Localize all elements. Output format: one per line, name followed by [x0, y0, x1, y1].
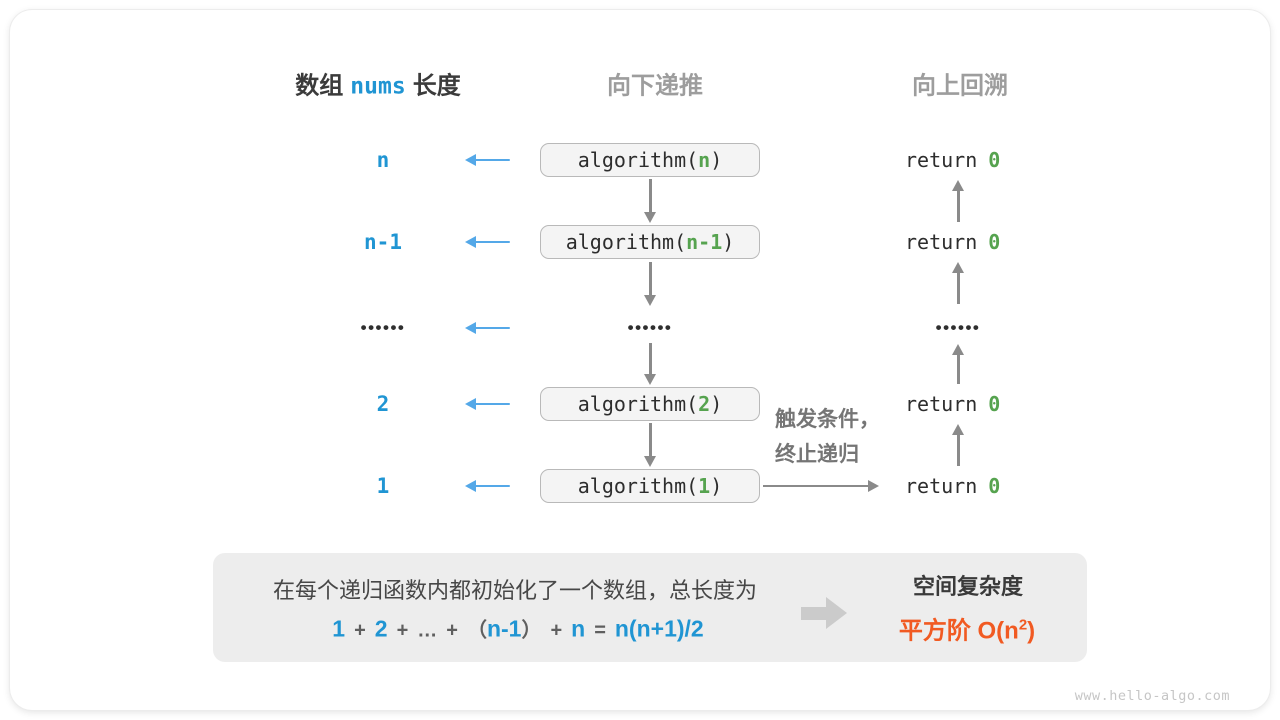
trigger-line1: 触发条件， — [775, 408, 880, 431]
call-arg-1: 1 — [698, 474, 711, 498]
return-value: 0 — [988, 392, 1001, 416]
left-arrow-row4-icon — [465, 397, 510, 411]
formula-op: + — [396, 619, 409, 642]
call-pre: algorithm( — [577, 392, 699, 416]
call-pre: algorithm( — [565, 230, 687, 254]
length-label-n-1: n-1 — [364, 230, 402, 254]
up-arrow-1-icon — [951, 180, 965, 222]
up-arrow-3-icon — [951, 344, 965, 384]
complexity-value: 平方阶 O(n2) — [899, 611, 1035, 646]
summary-panel: 在每个递归函数内都初始化了一个数组，总长度为 1 + 2 + … + （n-1）… — [213, 553, 1087, 662]
complexity-title: 空间复杂度 — [912, 574, 1024, 599]
header-nums-code: nums — [350, 73, 406, 100]
complexity-pre: 平方阶 O(n — [898, 617, 1019, 645]
call-post: ) — [710, 474, 723, 498]
header-array-post: 长度 — [412, 72, 461, 100]
length-label-n: n — [376, 148, 390, 172]
return-row2: return 0 — [905, 230, 1000, 254]
return-keyword: return — [905, 474, 978, 498]
left-arrow-row2-icon — [465, 235, 510, 249]
formula-term: n-1 — [486, 615, 522, 642]
trigger-line2: 终止递归 — [775, 443, 859, 466]
left-arrow-row1-icon — [465, 153, 510, 167]
formula-op: + — [354, 619, 366, 642]
header-array-pre: 数组 — [295, 72, 344, 100]
watermark: www.hello-algo.com — [1074, 688, 1230, 704]
down-arrow-2-icon — [643, 262, 657, 306]
formula-op: + — [550, 619, 563, 642]
formula-equals: = — [594, 619, 606, 642]
trigger-note: 触发条件， 终止递归 — [775, 402, 880, 472]
formula-term: 1 — [332, 615, 346, 642]
down-arrow-4-icon — [643, 423, 657, 467]
call-post: ) — [710, 392, 723, 416]
callbox-algorithm-2: algorithm(2) — [540, 387, 760, 421]
callbox-algorithm-1: algorithm(1) — [540, 469, 760, 503]
header-backtrack-up: 向上回溯 — [912, 72, 1008, 100]
call-ellipsis: •••••• — [627, 318, 673, 337]
return-keyword: return — [905, 392, 978, 416]
length-label-2: 2 — [376, 392, 390, 416]
call-arg-n-1: n-1 — [686, 230, 723, 254]
formula-paren: （ — [466, 619, 487, 642]
length-ellipsis: •••••• — [360, 318, 406, 337]
return-value: 0 — [988, 474, 1001, 498]
down-arrow-1-icon — [643, 179, 657, 223]
call-arg-2: 2 — [698, 392, 711, 416]
call-post: ) — [722, 230, 735, 254]
implies-arrow-icon — [801, 597, 849, 629]
summary-text: 在每个递归函数内都初始化了一个数组，总长度为 — [272, 578, 758, 603]
summary-formula: 1 + 2 + … + （n-1） + n = n(n+1)/2 — [332, 614, 703, 643]
call-arg-n: n — [698, 148, 711, 172]
formula-ellipsis: … — [417, 619, 438, 642]
complexity-exponent: 2 — [1018, 616, 1028, 634]
return-value: 0 — [988, 230, 1001, 254]
return-value: 0 — [988, 148, 1001, 172]
return-row1: return 0 — [905, 148, 1000, 172]
formula-term: 2 — [374, 615, 388, 642]
call-post: ) — [710, 148, 723, 172]
return-keyword: return — [905, 148, 978, 172]
down-arrow-3-icon — [643, 343, 657, 385]
left-arrow-row5-icon — [465, 479, 510, 493]
callbox-algorithm-n: algorithm(n) — [540, 143, 760, 177]
return-row5: return 0 — [905, 474, 1000, 498]
call-pre: algorithm( — [577, 148, 699, 172]
length-label-1: 1 — [376, 474, 390, 498]
up-arrow-4-icon — [951, 424, 965, 466]
base-case-arrow-icon — [763, 479, 879, 493]
header-recurse-down: 向下递推 — [607, 72, 703, 100]
return-keyword: return — [905, 230, 978, 254]
formula-term: n — [571, 615, 586, 642]
left-arrow-row3-icon — [465, 321, 510, 335]
up-arrow-2-icon — [951, 262, 965, 304]
formula-result: n(n+1)/2 — [614, 615, 704, 642]
complexity-post: ) — [1027, 617, 1036, 645]
formula-op: + — [446, 619, 458, 642]
return-row4: return 0 — [905, 392, 1000, 416]
return-ellipsis: •••••• — [935, 318, 981, 337]
formula-paren: ） — [521, 619, 542, 642]
callbox-algorithm-n-1: algorithm(n-1) — [540, 225, 760, 259]
call-pre: algorithm( — [577, 474, 699, 498]
